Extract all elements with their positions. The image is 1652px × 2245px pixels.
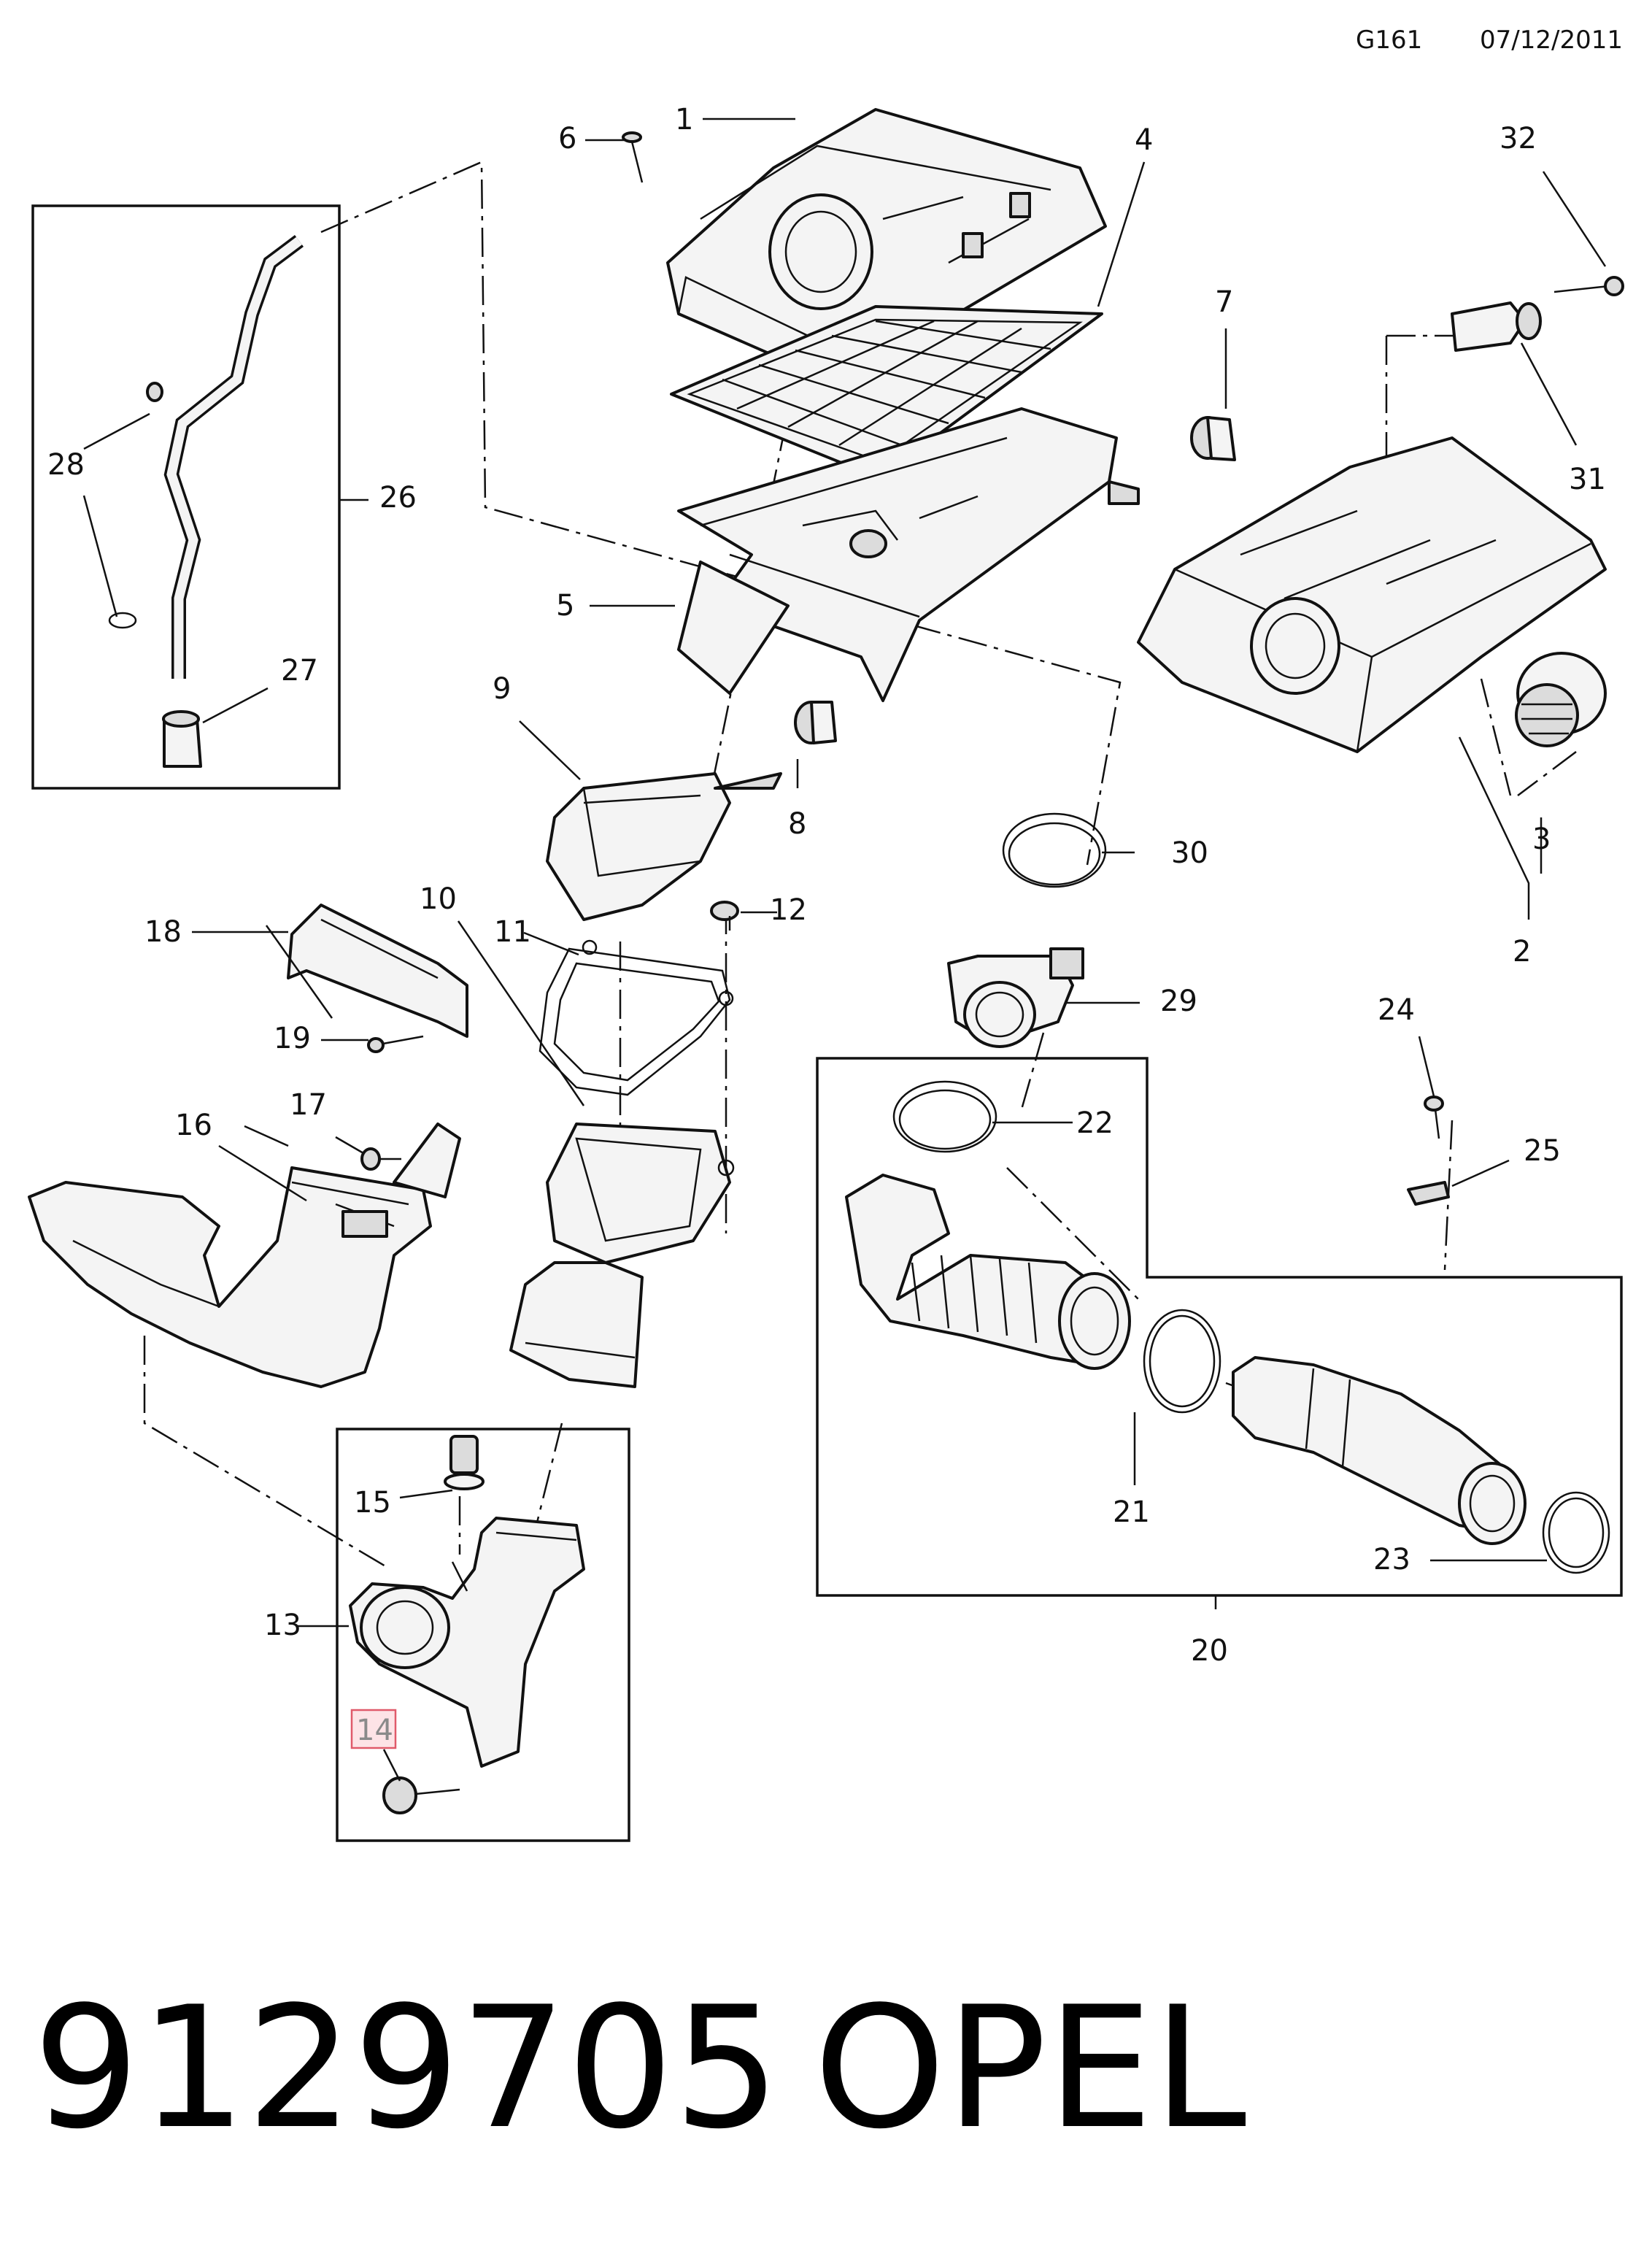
callout-13: 13	[264, 1609, 301, 1642]
part-16-intake-snorkel	[28, 1166, 432, 1388]
callout-15: 15	[354, 1486, 391, 1520]
callout-12: 12	[770, 893, 807, 927]
callout-3: 3	[1532, 823, 1551, 856]
callout-4: 4	[1135, 123, 1153, 157]
part-31-sensor	[1451, 301, 1542, 352]
header-date: 07/12/2011	[1480, 26, 1623, 55]
callout-9: 9	[493, 672, 511, 706]
callout-22: 22	[1076, 1106, 1113, 1140]
callout-17: 17	[290, 1088, 327, 1122]
part-29-maf-sensor	[947, 947, 1084, 1048]
header-code: G161	[1356, 26, 1422, 55]
part-13-resonator	[349, 1517, 585, 1768]
callout-2: 2	[1513, 935, 1531, 969]
part-4-filter-element	[670, 305, 1103, 480]
part-9-intake-duct	[546, 772, 782, 921]
part-6-screw	[622, 131, 644, 183]
part-21-clamp	[1143, 1309, 1221, 1414]
part-12-clip	[710, 901, 739, 921]
leader-lines	[82, 118, 1607, 1782]
callout-11: 11	[494, 915, 531, 949]
part-2-housing-cover-alt	[1137, 436, 1607, 753]
callout-8: 8	[788, 807, 806, 841]
part-26-breather-hose	[163, 235, 304, 679]
callout-14: 14	[356, 1714, 393, 1747]
part-30-clamp	[1002, 812, 1107, 888]
part-23-clamp	[1542, 1491, 1610, 1574]
box-group-13	[336, 1428, 630, 1842]
part-3-mesh-adapter	[1515, 652, 1607, 747]
part-number: 9129705	[33, 1971, 780, 2166]
box-group-26	[31, 204, 341, 790]
callout-5: 5	[556, 589, 574, 623]
part-18-bracket	[287, 904, 468, 1038]
part-25-clip	[1407, 1181, 1450, 1206]
part-20-tube	[1232, 1356, 1526, 1545]
part-15-grommet	[444, 1435, 485, 1490]
part-11-gasket	[539, 939, 734, 1096]
part-5-lower-housing	[677, 407, 1140, 702]
callout-1: 1	[675, 103, 693, 136]
callout-25: 25	[1524, 1134, 1561, 1168]
part-17-bracket	[360, 1122, 461, 1198]
callout-6: 6	[558, 122, 576, 155]
callout-14-highlight	[350, 1709, 397, 1749]
callout-18: 18	[144, 915, 182, 949]
callout-30: 30	[1171, 836, 1208, 870]
callout-26: 26	[379, 481, 417, 515]
box-group-20	[816, 1057, 1623, 1597]
callout-31: 31	[1569, 463, 1606, 496]
part-1-air-cleaner-cover	[666, 108, 1107, 392]
part-27-connector	[162, 710, 202, 768]
callout-23: 23	[1373, 1543, 1410, 1576]
callout-10: 10	[420, 882, 457, 916]
part-10-duct	[509, 1122, 735, 1388]
part-8-grommet	[794, 701, 837, 744]
callout-20: 20	[1191, 1634, 1228, 1668]
part-32-screw	[1553, 276, 1624, 296]
callout-27: 27	[281, 654, 318, 688]
part-22-clamp	[892, 1080, 997, 1153]
callout-19: 19	[274, 1022, 311, 1055]
callout-21: 21	[1113, 1495, 1150, 1529]
part-20-hose	[845, 1174, 1131, 1370]
callout-29: 29	[1160, 985, 1197, 1018]
callout-7: 7	[1215, 285, 1233, 319]
part-19-screw	[367, 1035, 424, 1053]
callout-32: 32	[1499, 122, 1537, 155]
brand-name: OPEL	[814, 1971, 1246, 2166]
part-28-clip	[108, 382, 163, 629]
callout-16: 16	[175, 1109, 212, 1142]
part-24-bolt	[1424, 1095, 1444, 1139]
part-7-grommet	[1190, 416, 1236, 461]
callout-labels: 1 2 3 4 5 6 7 8 9 10 11 12 13 14 15 16 1…	[47, 103, 1606, 1749]
callout-28: 28	[47, 448, 85, 482]
callout-24: 24	[1378, 993, 1415, 1027]
part-14-grommet	[382, 1776, 460, 1814]
